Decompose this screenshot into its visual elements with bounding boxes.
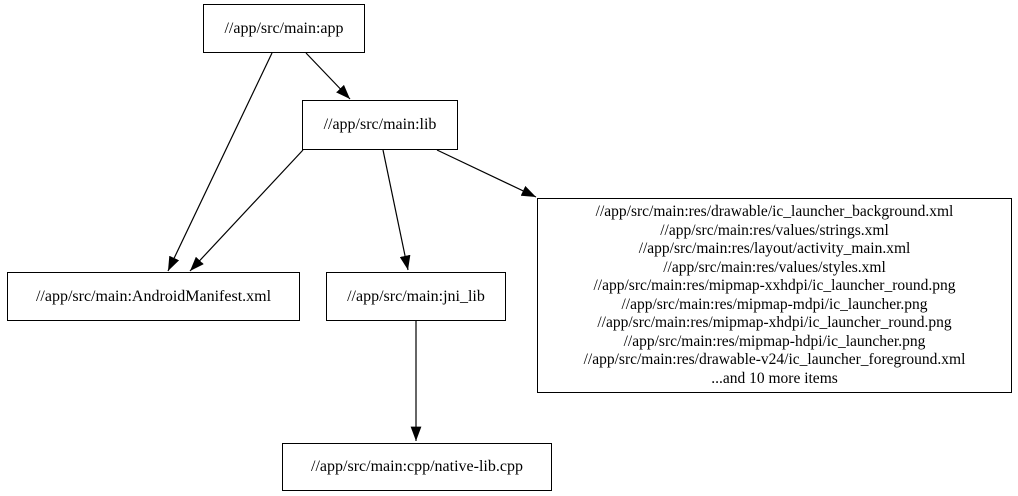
edge-lib-to-res-group — [436, 149, 537, 198]
res-group-item: //app/src/main:res/values/styles.xml — [663, 258, 886, 276]
edge-lib-to-jni-lib — [382, 149, 411, 271]
res-group-item: //app/src/main:res/drawable/ic_launcher_… — [595, 203, 954, 220]
edge-app-to-manifest — [167, 52, 273, 272]
node-app: //app/src/main:app — [203, 4, 365, 53]
node-lib: //app/src/main:lib — [302, 100, 458, 150]
node-android-manifest: //app/src/main:AndroidManifest.xml — [7, 272, 300, 321]
edge-lib-to-manifest — [189, 149, 304, 272]
node-res-group: //app/src/main:res/drawable/ic_launcher_… — [537, 198, 1012, 393]
node-jni-lib: //app/src/main:jni_lib — [326, 272, 506, 321]
res-group-item: //app/src/main:res/mipmap-xxhdpi/ic_laun… — [593, 277, 956, 294]
res-group-item: //app/src/main:res/drawable-v24/ic_launc… — [583, 351, 966, 368]
res-group-item: //app/src/main:res/mipmap-hdpi/ic_launch… — [623, 332, 926, 350]
res-group-item: //app/src/main:res/mipmap-xhdpi/ic_launc… — [597, 314, 952, 331]
edge-app-to-lib — [305, 52, 351, 100]
res-group-item: //app/src/main:res/layout/activity_main.… — [638, 240, 911, 257]
res-group-item: //app/src/main:res/mipmap-mdpi/ic_launch… — [621, 295, 928, 313]
node-native-lib-cpp: //app/src/main:cpp/native-lib.cpp — [282, 443, 552, 491]
res-group-more-items: ...and 10 more items — [711, 369, 838, 387]
res-group-item: //app/src/main:res/values/strings.xml — [660, 221, 889, 239]
